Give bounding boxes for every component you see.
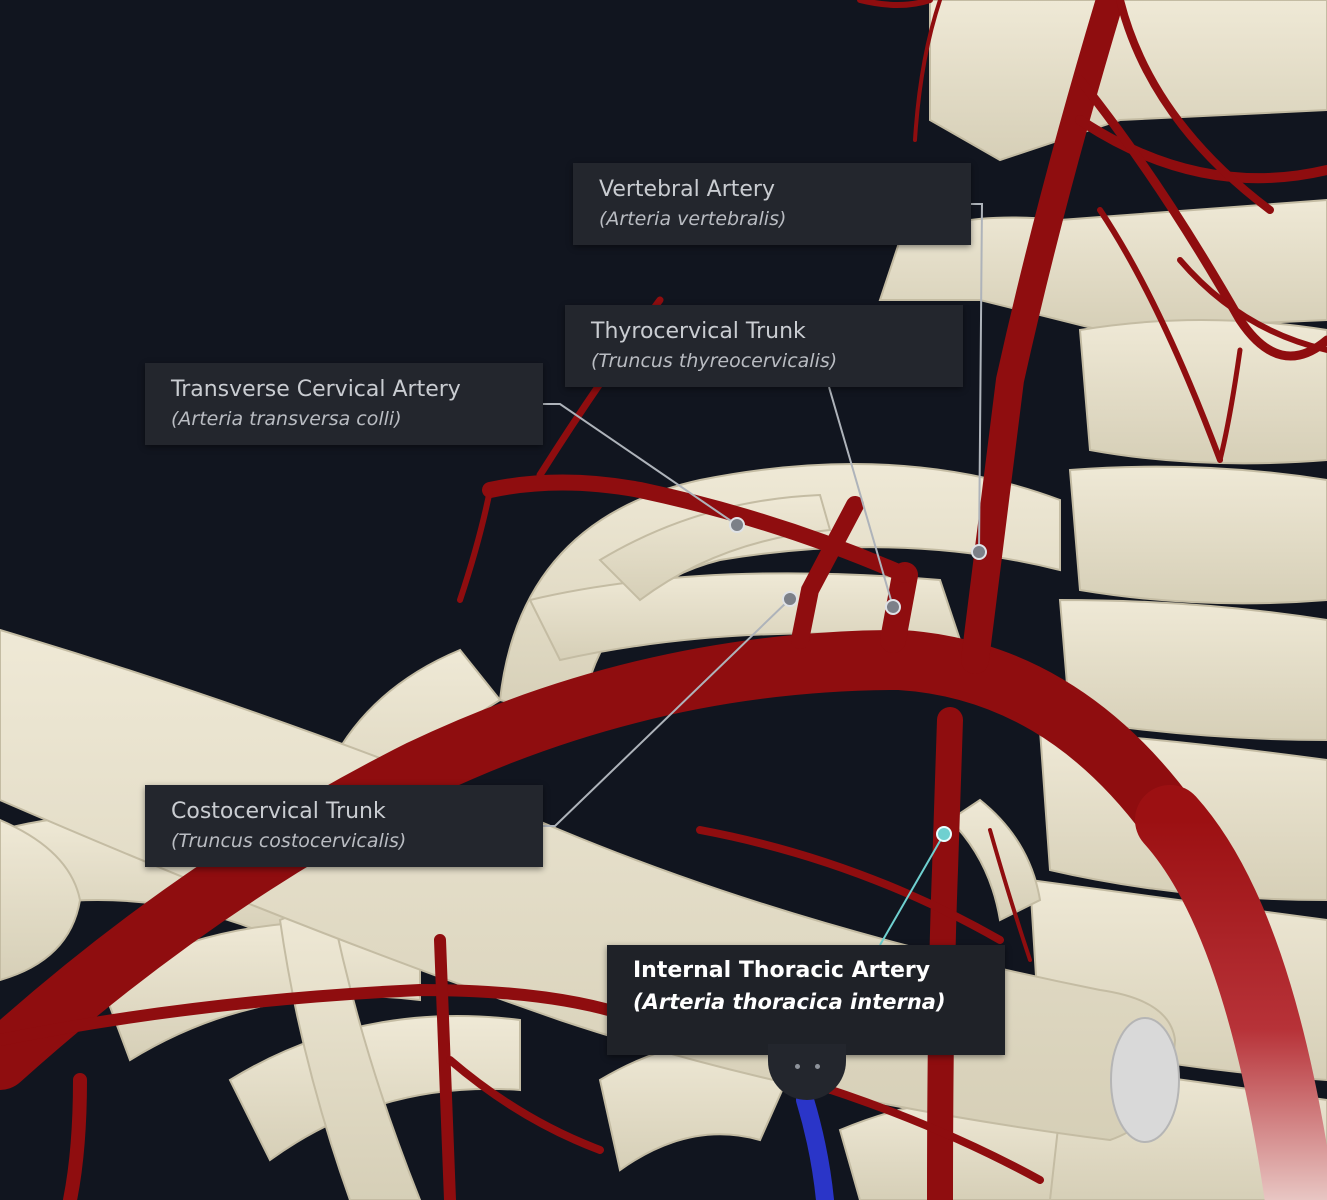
label-latin: (Truncus costocervicalis) — [171, 830, 407, 852]
label-vertebral-artery[interactable]: Vertebral Artery (Arteria vertebralis) — [573, 163, 971, 245]
vertebral-column — [878, 0, 1327, 1200]
label-name: Vertebral Artery — [599, 177, 775, 202]
label-latin: (Arteria transversa colli) — [171, 408, 402, 430]
shoulder-bone — [0, 818, 82, 982]
label-costocervical-trunk[interactable]: Costocervical Trunk (Truncus costocervic… — [145, 785, 543, 867]
leader-lines — [543, 203, 984, 827]
handle-dot-icon — [795, 1064, 800, 1069]
label-internal-thoracic-artery[interactable]: Internal Thoracic Artery (Arteria thorac… — [607, 945, 1005, 1055]
pin-vertebral[interactable] — [971, 544, 987, 560]
label-thyrocervical-trunk[interactable]: Thyrocervical Trunk (Truncus thyreocervi… — [565, 305, 963, 387]
vein — [796, 1091, 834, 1200]
pin-transverse-cervical[interactable] — [729, 517, 745, 533]
clavicle-end — [1110, 1017, 1180, 1143]
handle-dot-icon — [815, 1064, 820, 1069]
pin-thyrocervical[interactable] — [885, 599, 901, 615]
label-name: Internal Thoracic Artery — [633, 958, 931, 983]
label-latin: (Arteria thoracica interna) — [633, 990, 946, 1014]
label-latin: (Arteria vertebralis) — [599, 208, 787, 230]
label-transverse-cervical-artery[interactable]: Transverse Cervical Artery (Arteria tran… — [145, 363, 543, 445]
pin-internal-thoracic[interactable] — [936, 826, 952, 842]
label-latin: (Truncus thyreocervicalis) — [591, 350, 838, 372]
label-name: Transverse Cervical Artery — [171, 377, 461, 402]
leader-line-active — [879, 833, 945, 946]
pin-costocervical[interactable] — [782, 591, 798, 607]
label-name: Thyrocervical Trunk — [591, 319, 806, 344]
pins[interactable] — [729, 517, 987, 842]
label-name: Costocervical Trunk — [171, 799, 386, 824]
